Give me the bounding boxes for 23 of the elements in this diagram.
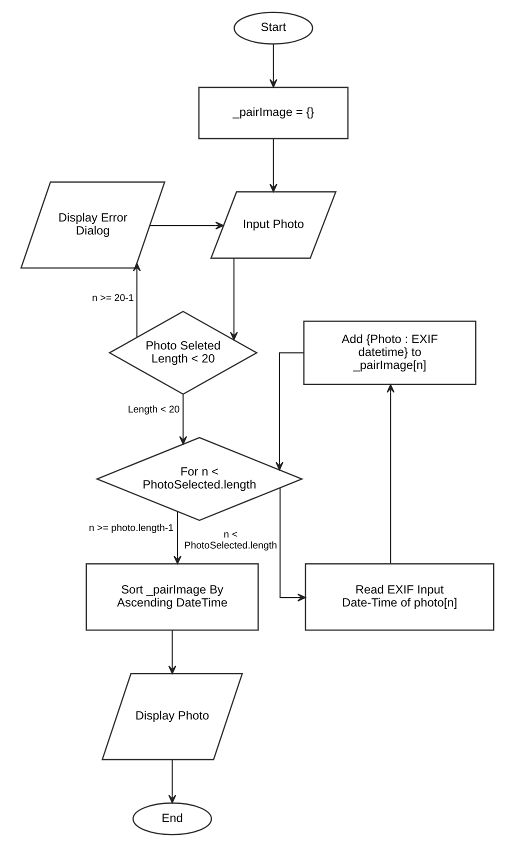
- node-ellipse: End: [132, 802, 212, 836]
- edge-label: n >= photo.length-1: [88, 522, 174, 534]
- node-box: Read EXIF Input Date-Time of photo[n]: [304, 563, 494, 631]
- node-box: Sort _pairImage By Ascending DateTime: [86, 563, 259, 631]
- arrow: [269, 138, 278, 192]
- node-diamond: Photo Seleted Length < 20: [108, 310, 258, 395]
- arrow: [276, 352, 304, 470]
- arrow: [174, 512, 182, 564]
- arrow: [132, 262, 141, 338]
- node-box: _pairImage = {}: [198, 86, 349, 140]
- arrow: [168, 630, 176, 674]
- arrow: [168, 760, 176, 804]
- arrow: [269, 44, 278, 88]
- arrow: [230, 258, 238, 340]
- node-box: Add {Photo : EXIF datetime} to _pairImage[n]: [303, 320, 476, 385]
- arrow: [280, 488, 306, 602]
- edge-label: Length < 20: [128, 404, 180, 416]
- edge-label: n >= 20-1: [92, 292, 134, 304]
- arrow: [179, 394, 188, 445]
- node-ellipse: Start: [234, 12, 314, 45]
- edge-label: n < PhotoSelected.length: [184, 530, 278, 552]
- arrow: [386, 384, 395, 564]
- arrow: [150, 222, 224, 230]
